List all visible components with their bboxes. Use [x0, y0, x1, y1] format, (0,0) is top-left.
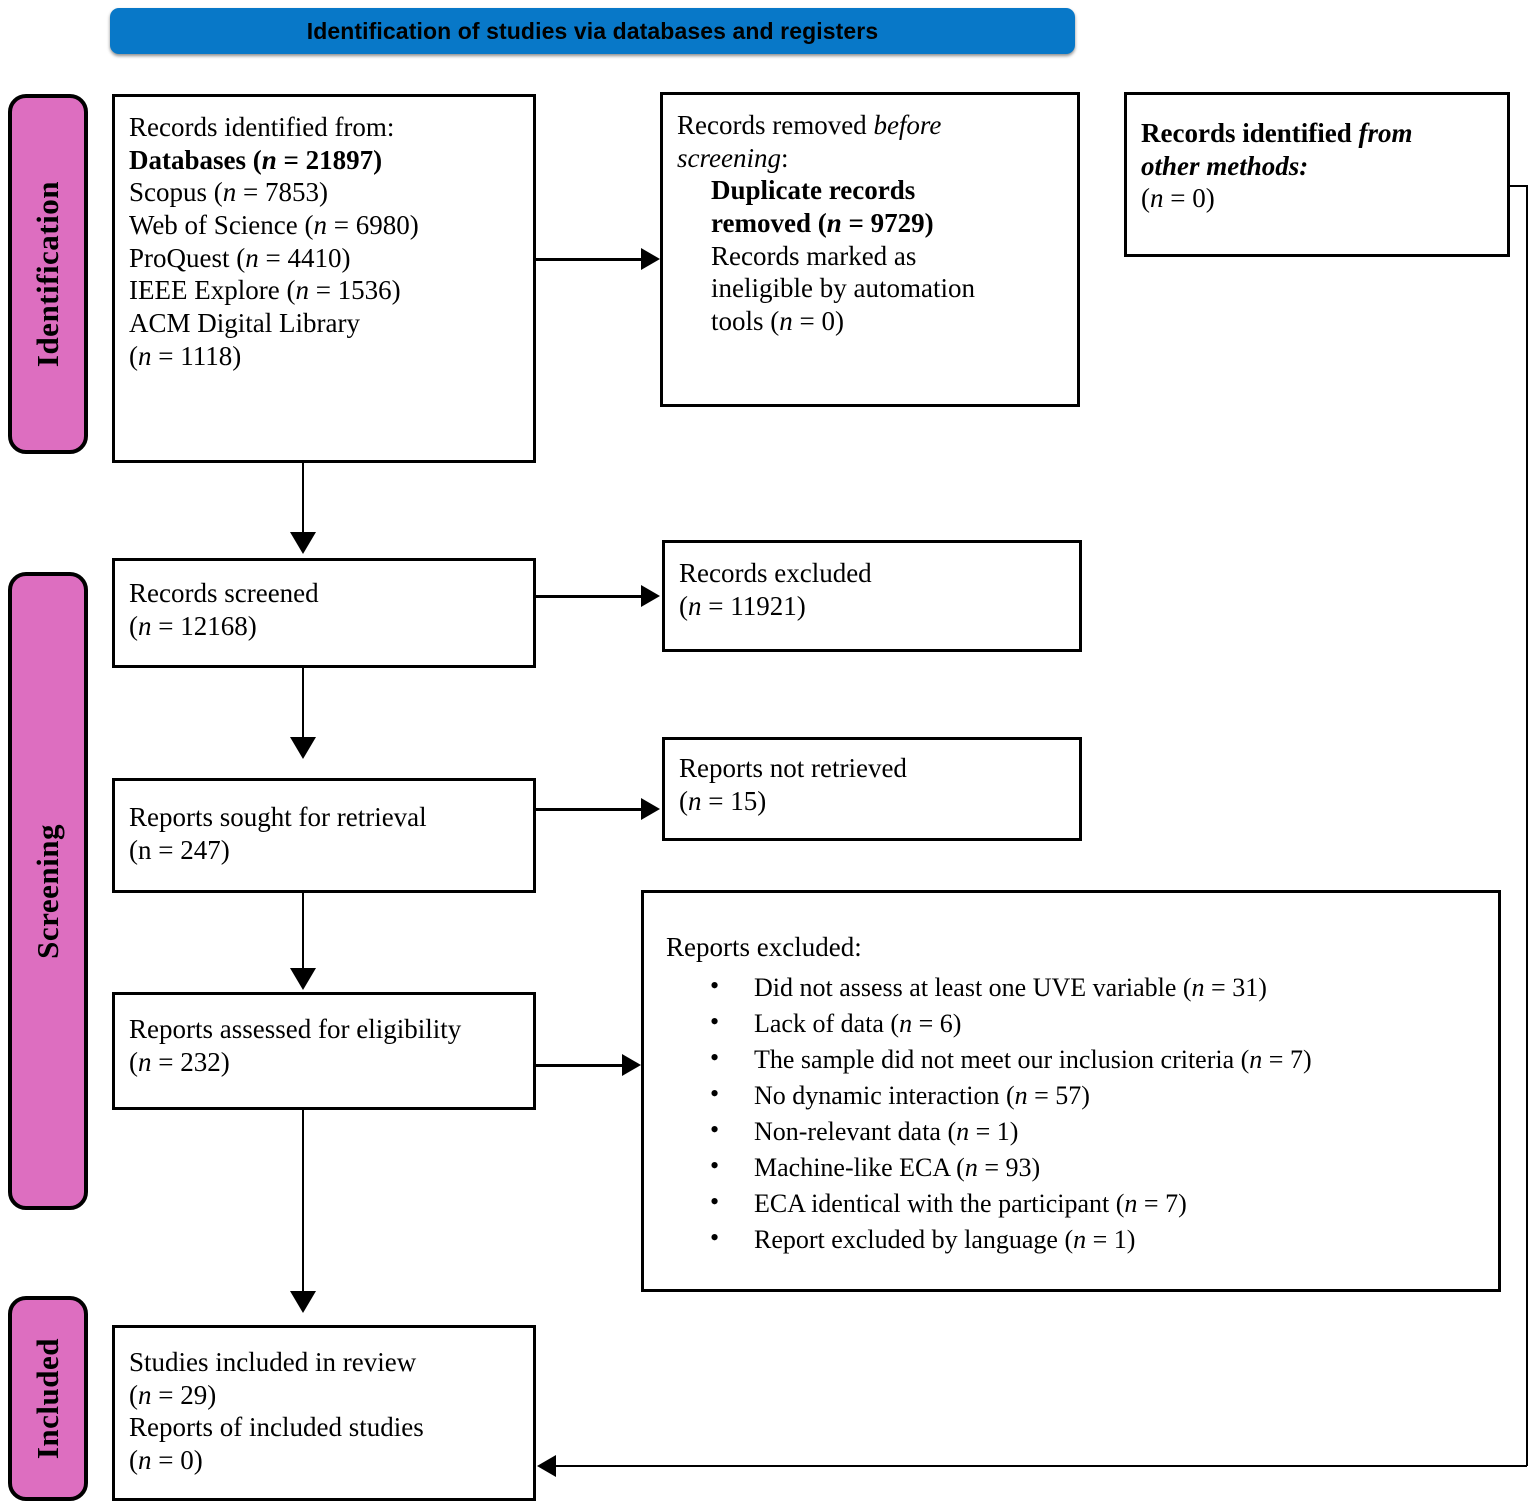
connector-other-methods-out [1510, 185, 1528, 187]
records-identified-databases: Databases (n = 21897) [129, 144, 383, 175]
stage-label-identification: Identification [8, 94, 88, 454]
reports-sought-count: (n = 247) [129, 835, 230, 866]
arrow-assessed-to-included [290, 1291, 316, 1313]
arrow-screened-to-excluded [641, 585, 660, 607]
reports-excluded-list: Did not assess at least one UVE variable… [666, 968, 1488, 1258]
studies-included-line1: Studies included in review [129, 1347, 417, 1377]
records-removed-automation-line3: tools (n = 0) [711, 305, 844, 336]
connector-screened-to-sought [302, 668, 304, 741]
studies-included-reports-count: (n = 0) [129, 1444, 203, 1475]
records-identified-acm-count: (n = 1118) [129, 340, 242, 371]
records-identified-source-3: IEEE Explore (n = 1536) [129, 275, 401, 306]
list-item: Did not assess at least one UVE variable… [710, 968, 1488, 1006]
connector-other-methods-down [1526, 185, 1528, 1466]
stage-label-included-text: Included [30, 1337, 65, 1460]
list-item: Report excluded by language (n = 1) [710, 1220, 1488, 1258]
records-removed-line2: screening: [677, 142, 789, 173]
box-reports-assessed: Reports assessed for eligibility (n = 23… [112, 992, 536, 1110]
stage-label-screening: Screening [8, 572, 88, 1210]
connector-assessed-to-included [302, 1110, 304, 1295]
connector-other-methods-to-included [556, 1465, 1527, 1467]
records-identified-acm-name: ACM Digital Library [129, 307, 360, 338]
records-identified-source-0: Scopus (n = 7853) [129, 177, 328, 208]
connector-assessed-to-reports-excluded [536, 1064, 626, 1067]
arrow-sought-to-assessed [290, 968, 316, 990]
connector-identified-to-removed [536, 258, 644, 261]
diagram-header-title: Identification of studies via databases … [306, 17, 879, 44]
records-removed-line1: Records removed before [677, 110, 942, 140]
box-records-removed: Records removed before screening: Duplic… [660, 92, 1080, 407]
arrow-assessed-to-reports-excluded [622, 1054, 641, 1076]
box-studies-included: Studies included in review (n = 29) Repo… [112, 1325, 536, 1501]
list-item: Non-relevant data (n = 1) [710, 1112, 1488, 1150]
arrow-identified-to-screened [290, 532, 316, 554]
connector-sought-to-assessed [302, 893, 304, 973]
reports-not-retrieved-title: Reports not retrieved [679, 753, 907, 783]
arrow-identified-to-removed [641, 248, 660, 270]
reports-not-retrieved-count: (n = 15) [679, 786, 767, 817]
box-reports-excluded: Reports excluded: Did not assess at leas… [641, 890, 1501, 1292]
records-excluded-title: Records excluded [679, 558, 872, 588]
arrow-sought-to-not-retrieved [641, 798, 660, 820]
reports-excluded-title: Reports excluded: [666, 932, 862, 962]
records-removed-duplicates-line2: removed (n = 9729) [711, 207, 934, 238]
box-records-excluded: Records excluded (n = 11921) [662, 540, 1082, 652]
records-removed-duplicates-line1: Duplicate records [711, 175, 916, 206]
list-item: ECA identical with the participant (n = … [710, 1184, 1488, 1222]
list-item: Lack of data (n = 6) [710, 1004, 1488, 1042]
reports-assessed-title: Reports assessed for eligibility [129, 1014, 462, 1044]
records-identified-lead: Records identified from: [129, 112, 395, 142]
diagram-header-banner: Identification of studies via databases … [110, 8, 1075, 54]
connector-identified-to-screened [302, 463, 304, 536]
box-records-screened: Records screened (n = 12168) [112, 558, 536, 668]
studies-included-reports-line: Reports of included studies [129, 1412, 424, 1443]
reports-assessed-count: (n = 232) [129, 1047, 230, 1078]
records-identified-source-2: ProQuest (n = 4410) [129, 242, 351, 273]
arrow-screened-to-sought [290, 737, 316, 759]
box-records-identified: Records identified from: Databases (n = … [112, 94, 536, 463]
list-item: The sample did not meet our inclusion cr… [710, 1040, 1488, 1078]
records-screened-count: (n = 12168) [129, 611, 257, 642]
arrow-other-methods-to-included [537, 1455, 556, 1477]
stage-label-screening-text: Screening [30, 823, 65, 959]
stage-label-included: Included [8, 1296, 88, 1501]
connector-screened-to-excluded [536, 595, 644, 598]
list-item: No dynamic interaction (n = 57) [710, 1076, 1488, 1114]
studies-included-count: (n = 29) [129, 1379, 217, 1410]
box-other-methods: Records identified from other methods: (… [1124, 92, 1510, 257]
list-item: Machine-like ECA (n = 93) [710, 1148, 1488, 1186]
reports-sought-title: Reports sought for retrieval [129, 802, 427, 832]
stage-label-identification-text: Identification [30, 180, 65, 368]
other-methods-line1: Records identified from [1141, 118, 1413, 148]
records-removed-automation-line2: ineligible by automation [711, 273, 975, 304]
records-removed-automation-line1: Records marked as [711, 240, 917, 271]
other-methods-line2: other methods: [1141, 150, 1309, 181]
other-methods-count: (n = 0) [1141, 183, 1215, 214]
connector-sought-to-not-retrieved [536, 808, 644, 811]
records-excluded-count: (n = 11921) [679, 591, 806, 622]
box-reports-sought: Reports sought for retrieval (n = 247) [112, 778, 536, 893]
records-screened-title: Records screened [129, 578, 319, 608]
box-reports-not-retrieved: Reports not retrieved (n = 15) [662, 737, 1082, 841]
records-identified-source-1: Web of Science (n = 6980) [129, 209, 419, 240]
